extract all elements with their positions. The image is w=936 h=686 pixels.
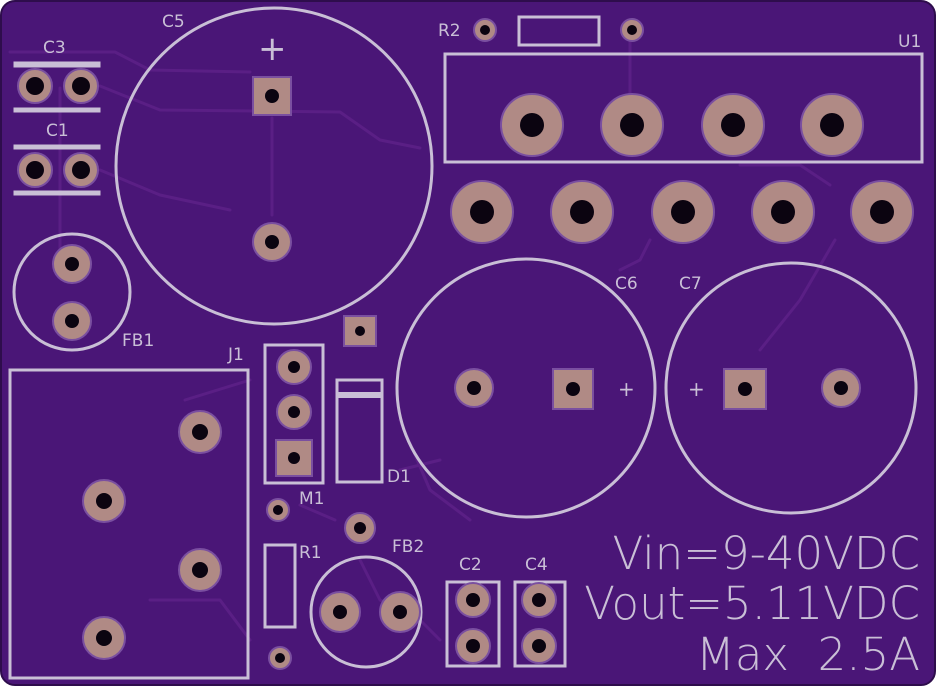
d1-band [337,392,382,398]
via-square[interactable] [343,315,377,347]
c3-outline [13,61,101,68]
label-m1: M1 [299,489,324,509]
c5-outline [114,6,434,326]
label-j1: J1 [227,345,244,365]
label-r1: R1 [299,543,322,563]
label-c4: C4 [525,555,548,575]
r2-outline [517,15,601,47]
c7-outline [664,261,918,515]
c5-plus-sign: + [258,29,287,69]
reference-labels: C5 C3 C1 R2 U1 FB1 J1 C6 C7 D1 M1 R1 FB2… [43,12,921,575]
label-r2: R2 [438,21,461,41]
d1-outline [335,378,384,484]
label-c2: C2 [459,555,482,575]
label-u1: U1 [898,32,921,52]
spec-vin: Vin=9-40VDC [612,527,920,580]
c6-plus-sign: + [618,377,635,401]
label-c7: C7 [679,274,702,294]
power-jack-outline [8,368,250,680]
c7-plus-sign: + [688,377,705,401]
spec-max-current: Max 2.5A [696,628,920,681]
u1-outline [443,52,924,164]
label-c1: C1 [46,121,69,141]
label-fb1: FB1 [122,331,154,351]
silkscreen: + [8,6,924,680]
c4-outline [513,580,567,668]
fb1-outline [12,232,132,352]
label-c6: C6 [615,274,638,294]
c3-outline-bottom [13,107,101,113]
label-d1: D1 [387,467,411,487]
j1-outline [263,343,325,485]
c1-outline-bottom [13,190,101,196]
label-c3: C3 [43,38,66,58]
label-c5: C5 [162,12,185,32]
c1-outline [13,144,101,150]
spec-vout: Vout=5.11VDC [584,577,920,630]
r1-outline [263,543,297,629]
label-fb2: FB2 [392,537,424,557]
c6-outline [395,257,657,519]
pads [17,18,914,670]
spec-text: Vin=9-40VDC Vout=5.11VDC Max 2.5A [584,527,920,681]
